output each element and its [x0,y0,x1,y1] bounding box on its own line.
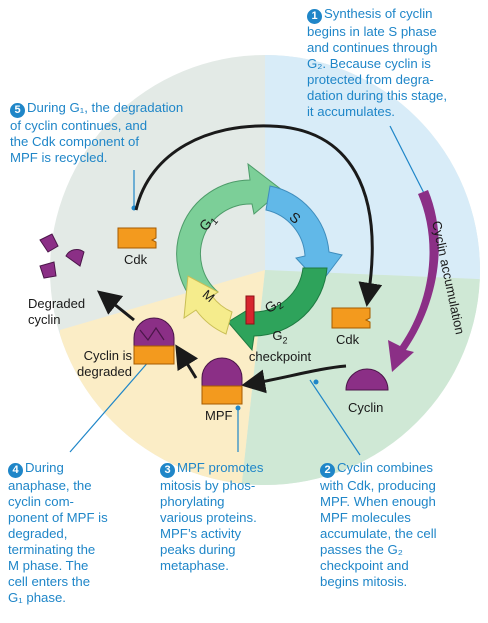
cyclin-label: Cyclin [348,400,384,415]
cyclin-molecule [345,368,389,391]
step-3-badge: 3 [160,463,175,478]
step-2-badge: 2 [320,463,335,478]
step-5-badge: 5 [10,103,25,118]
g2-checkpoint-label: G2 checkpoint [248,328,312,364]
cyclin-accumulation-arrow [388,190,439,372]
cdk-top-molecule [117,227,157,249]
step-1-badge: 1 [307,9,322,24]
mpf-label: MPF [205,408,233,423]
degraded-cyclin-fragments [39,233,85,279]
g2-checkpoint-bar [245,295,255,325]
cyclin-degraded-label: Cyclin is degraded [77,348,132,379]
degrading-mpf-molecule [133,317,175,365]
leader-lines [69,125,431,456]
step-4-badge: 4 [8,463,23,478]
process-arrows [96,124,383,394]
cdk-top-label: Cdk [124,252,148,267]
mpf-molecule [201,357,243,405]
cycle-ring [176,162,343,352]
cdk-right-molecule [331,307,371,329]
degraded-cyclin-label: Degraded cyclin [28,296,86,327]
cdk-right-label: Cdk [336,332,360,347]
